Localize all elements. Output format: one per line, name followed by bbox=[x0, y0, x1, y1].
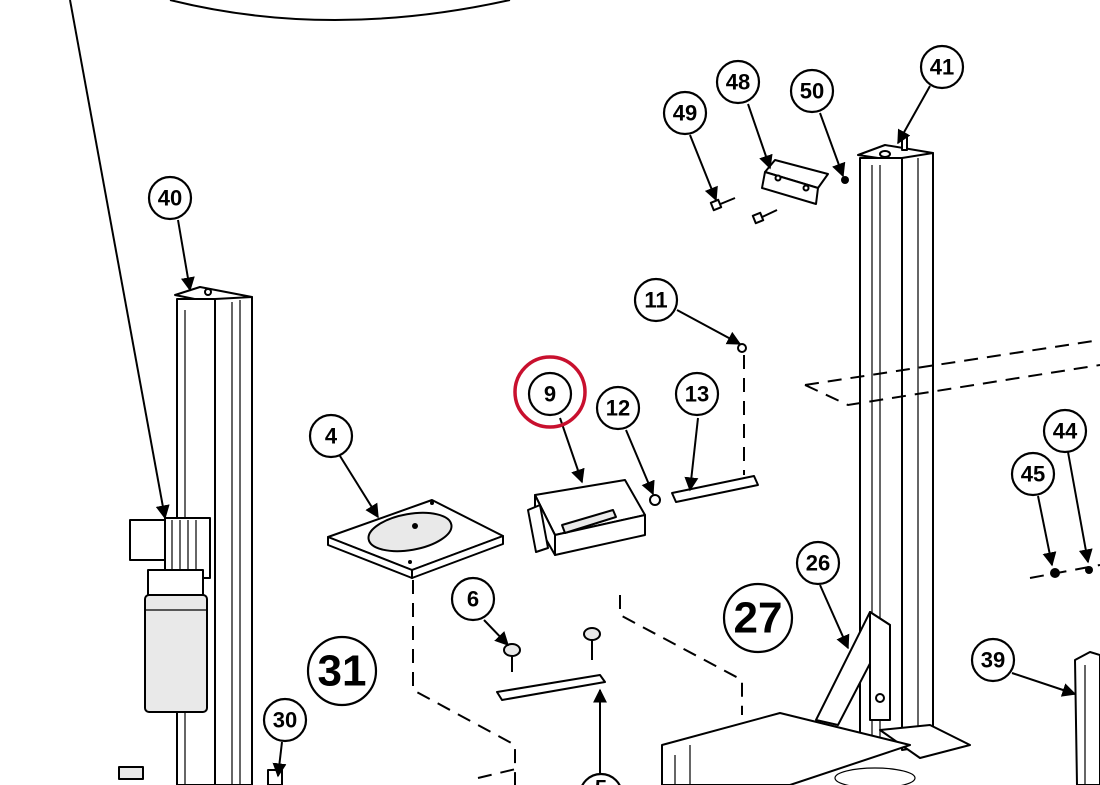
section-label-27: 27 bbox=[722, 582, 794, 654]
callout-49: 49 bbox=[662, 90, 708, 136]
callout-6: 6 bbox=[450, 576, 496, 622]
lower-dash-line bbox=[477, 767, 521, 779]
callout-11: 11 bbox=[633, 277, 679, 323]
svg-text:41: 41 bbox=[930, 55, 954, 80]
bracket-39-part bbox=[1074, 651, 1100, 785]
svg-text:50: 50 bbox=[800, 79, 824, 104]
pin-11-part bbox=[737, 343, 747, 353]
leader-lines bbox=[177, 85, 1093, 778]
callout-12: 12 bbox=[595, 385, 641, 431]
rail-part bbox=[496, 627, 606, 701]
svg-text:49: 49 bbox=[673, 101, 697, 126]
right-column bbox=[857, 134, 971, 759]
plate-dash-line bbox=[412, 580, 516, 785]
section-label-31: 31 bbox=[306, 635, 378, 707]
nut-50-part bbox=[841, 176, 849, 184]
top-arc-line bbox=[169, 0, 511, 21]
svg-text:12: 12 bbox=[606, 396, 630, 421]
svg-text:30: 30 bbox=[273, 708, 297, 733]
motor-pump-unit bbox=[129, 517, 211, 713]
svg-text:48: 48 bbox=[726, 70, 750, 95]
nut-45-part bbox=[1050, 568, 1060, 578]
svg-text:31: 31 bbox=[318, 647, 367, 696]
callout-45: 45 bbox=[1010, 451, 1056, 497]
callout-50: 50 bbox=[789, 68, 835, 114]
highlight-ring bbox=[513, 355, 587, 429]
base-plate-part bbox=[327, 499, 504, 579]
rail-dash-line bbox=[619, 595, 743, 715]
washer-part bbox=[649, 494, 661, 506]
callout-41: 41 bbox=[919, 44, 965, 90]
svg-text:6: 6 bbox=[467, 587, 479, 612]
callout-30: 30 bbox=[262, 697, 308, 743]
callout-4: 4 bbox=[308, 413, 354, 459]
callout-5: 5 bbox=[581, 772, 621, 785]
svg-text:13: 13 bbox=[685, 382, 709, 407]
callout-13: 13 bbox=[674, 371, 720, 417]
svg-text:9: 9 bbox=[544, 382, 556, 407]
motor-leader-line bbox=[69, 0, 170, 520]
callout-48: 48 bbox=[715, 59, 761, 105]
svg-text:5: 5 bbox=[595, 776, 607, 785]
right-dash-line bbox=[804, 339, 1100, 386]
svg-text:27: 27 bbox=[734, 594, 783, 643]
svg-text:4: 4 bbox=[325, 424, 338, 449]
nut-part bbox=[118, 766, 144, 780]
svg-text:39: 39 bbox=[981, 648, 1005, 673]
svg-text:11: 11 bbox=[644, 288, 667, 313]
callout-9: 9 bbox=[527, 371, 573, 417]
svg-text:44: 44 bbox=[1053, 419, 1078, 444]
bolt-part bbox=[709, 197, 778, 225]
nut-44-part bbox=[1085, 566, 1093, 574]
callout-39: 39 bbox=[970, 637, 1016, 683]
lift-pad-part bbox=[527, 479, 646, 556]
rod-part bbox=[671, 475, 759, 503]
right-dash-line-2 bbox=[804, 364, 1100, 407]
carriage-assembly bbox=[661, 611, 916, 785]
callout-40: 40 bbox=[147, 175, 193, 221]
part-30 bbox=[267, 769, 283, 785]
callout-26: 26 bbox=[795, 540, 841, 586]
bracket-part bbox=[761, 159, 829, 205]
callout-44: 44 bbox=[1042, 408, 1088, 454]
svg-text:26: 26 bbox=[806, 551, 830, 576]
svg-text:45: 45 bbox=[1021, 462, 1045, 487]
svg-text:40: 40 bbox=[158, 186, 182, 211]
